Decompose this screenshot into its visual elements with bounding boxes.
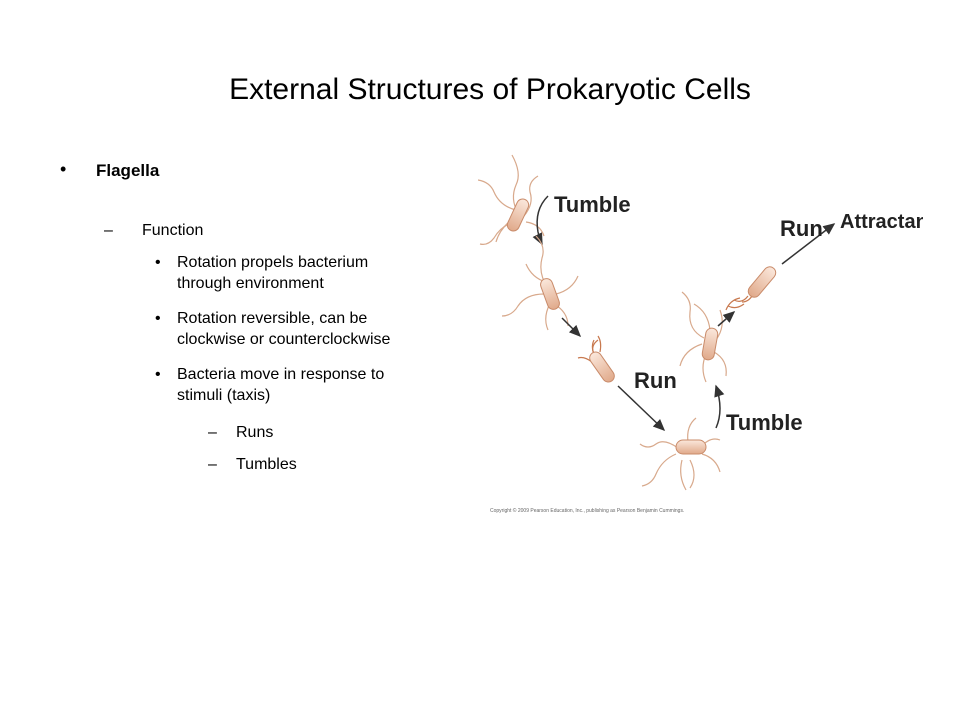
bacterium-running-right (725, 266, 777, 311)
point-text-line1: Rotation reversible, can be (177, 310, 368, 327)
copyright-text: Copyright © 2009 Pearson Education, Inc.… (490, 507, 684, 514)
dash-marker: – (104, 222, 113, 239)
subbullet-function-text: Function (142, 222, 204, 239)
arrow-to-attractant (781, 223, 836, 265)
dash-marker: – (208, 456, 217, 473)
label-attractant: Attractant (840, 211, 923, 233)
bullet-dot: • (60, 159, 67, 179)
bullet-dot: • (155, 254, 161, 271)
bacterium-right-tumble (679, 291, 727, 383)
point-text-line2: through environment (177, 275, 324, 292)
point-text-line2: stimuli (taxis) (177, 387, 271, 404)
dash-marker: – (208, 424, 217, 441)
label-tumble-bottom: Tumble (726, 410, 803, 435)
bacterium-bottom-tumble (639, 417, 721, 491)
bacterium-top-second (501, 235, 579, 331)
point-text-line2: clockwise or counterclockwise (177, 331, 391, 348)
arrow-down-1 (561, 317, 582, 338)
bullet-dot: • (155, 310, 161, 327)
label-run-top: Run (780, 216, 823, 241)
tumble-bottom-curved-arrow (714, 384, 725, 429)
arrow-down-2 (617, 385, 666, 432)
label-tumble-top: Tumble (554, 192, 631, 217)
label-run-middle: Run (634, 368, 677, 393)
point-text-line1: Bacteria move in response to (177, 366, 385, 383)
chemotaxis-diagram: Tumble Run Tumble Run Attractant Copyrig… (478, 154, 923, 514)
bullet-dot: • (155, 366, 161, 383)
tumble-top-curved-arrow (532, 195, 549, 246)
subpoint-tumbles-text: Tumbles (236, 456, 297, 473)
bacterium-top-tumble (478, 154, 545, 245)
point-text-line1: Rotation propels bacterium (177, 254, 369, 271)
arrow-up-1 (717, 311, 736, 327)
bacterium-running-middle (577, 335, 615, 383)
subpoint-runs-text: Runs (236, 424, 274, 441)
bullet-flagella-text: Flagella (96, 161, 160, 180)
slide-title: External Structures of Prokaryotic Cells (229, 73, 751, 106)
